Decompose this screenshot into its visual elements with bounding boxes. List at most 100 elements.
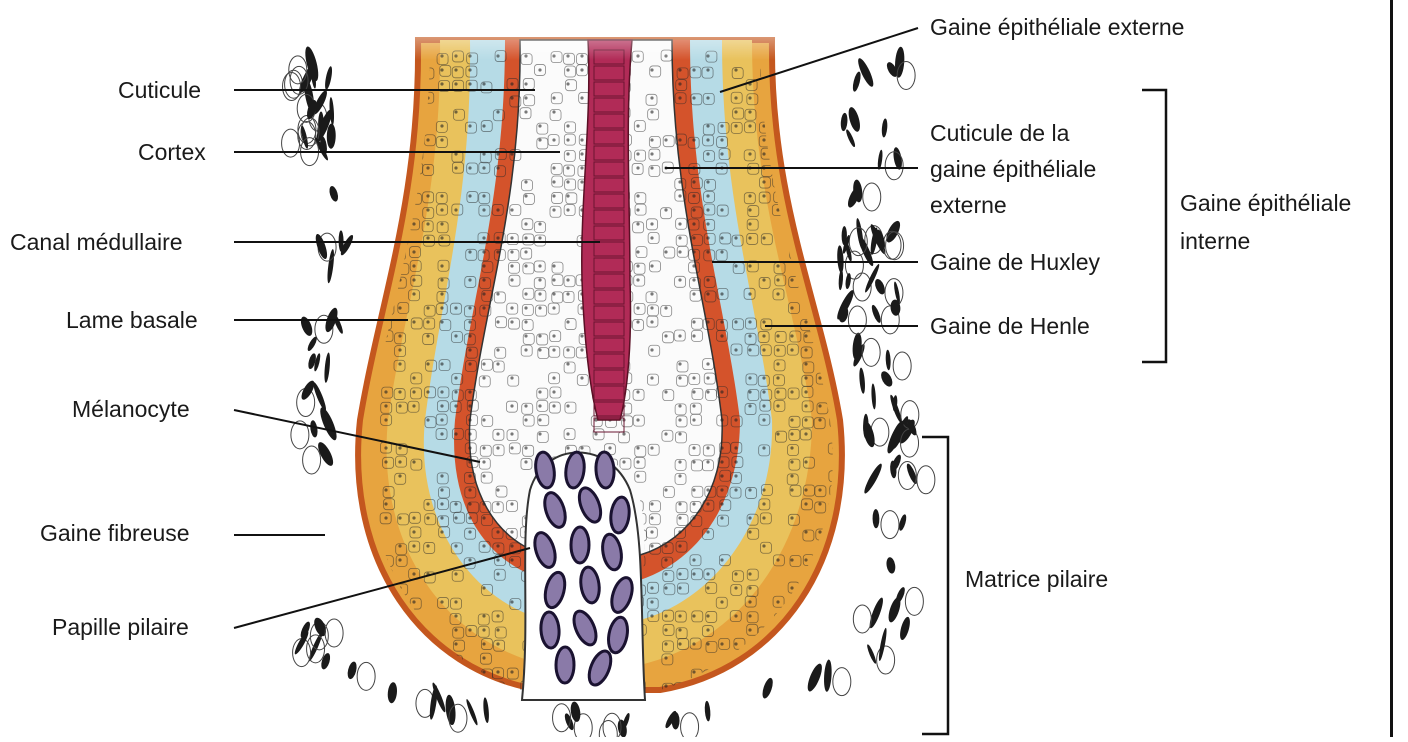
cell-nucleus: [790, 278, 793, 281]
cell-nucleus: [804, 138, 807, 141]
cell-nucleus: [664, 628, 667, 631]
cell-nucleus: [636, 264, 639, 267]
cell-nucleus: [748, 516, 751, 519]
cell-nucleus: [692, 292, 695, 295]
cell-nucleus: [692, 614, 695, 617]
cell-nucleus: [552, 334, 555, 337]
cell-nucleus: [804, 642, 807, 645]
cell-nucleus: [762, 152, 765, 155]
cell-nucleus: [524, 264, 527, 267]
cell-nucleus: [552, 376, 555, 379]
fibrous-cell: [893, 352, 911, 380]
cell-nucleus: [734, 586, 737, 589]
fibrous-nucleus: [845, 273, 852, 290]
cell-nucleus: [664, 432, 667, 435]
cell-nucleus: [524, 306, 527, 309]
cell-nucleus: [538, 138, 541, 141]
cell-nucleus: [468, 530, 471, 533]
fibrous-nucleus: [387, 682, 398, 704]
cell-nucleus: [776, 334, 779, 337]
cell-nucleus: [496, 432, 499, 435]
cell-nucleus: [832, 642, 835, 645]
label-gaine-interne-1: Gaine épithéliale: [1180, 188, 1351, 218]
cell-nucleus: [524, 320, 527, 323]
cell-nucleus: [482, 124, 485, 127]
cell-nucleus: [552, 390, 555, 393]
cell-nucleus: [636, 194, 639, 197]
cell-nucleus: [720, 502, 723, 505]
cell-nucleus: [818, 68, 821, 71]
cell-nucleus: [790, 334, 793, 337]
cell-nucleus: [552, 138, 555, 141]
cell-nucleus: [622, 460, 625, 463]
cell-nucleus: [804, 502, 807, 505]
cell-nucleus: [636, 306, 639, 309]
cell-nucleus: [440, 208, 443, 211]
cell-nucleus: [468, 390, 471, 393]
cell-nucleus: [720, 474, 723, 477]
cell-nucleus: [482, 82, 485, 85]
cell: [803, 655, 814, 666]
fibrous-nucleus: [871, 383, 877, 409]
cell-nucleus: [720, 292, 723, 295]
cell-nucleus: [650, 166, 653, 169]
cell-nucleus: [454, 166, 457, 169]
cell-nucleus: [454, 82, 457, 85]
cell-nucleus: [454, 614, 457, 617]
cell-nucleus: [678, 376, 681, 379]
cell-nucleus: [538, 264, 541, 267]
cell-nucleus: [426, 642, 429, 645]
cell-nucleus: [692, 180, 695, 183]
cell-nucleus: [454, 432, 457, 435]
cell-nucleus: [748, 96, 751, 99]
cell-nucleus: [384, 404, 387, 407]
cell-nucleus: [440, 656, 443, 659]
cell-nucleus: [524, 82, 527, 85]
cell-nucleus: [692, 222, 695, 225]
cell-nucleus: [468, 306, 471, 309]
cell-nucleus: [398, 306, 401, 309]
cell-nucleus: [776, 558, 779, 561]
cell-nucleus: [650, 502, 653, 505]
cell-nucleus: [496, 110, 499, 113]
cell-nucleus: [566, 446, 569, 449]
cell-nucleus: [678, 138, 681, 141]
cell: [454, 666, 465, 677]
cell-nucleus: [440, 418, 443, 421]
cell: [396, 668, 407, 679]
cell-nucleus: [776, 278, 779, 281]
cell-nucleus: [482, 194, 485, 197]
cell: [817, 218, 828, 229]
cell-nucleus: [510, 502, 513, 505]
cell-nucleus: [818, 530, 821, 533]
fibrous-cell: [863, 183, 881, 211]
cell-nucleus: [818, 236, 821, 239]
label-lame-basale: Lame basale: [66, 305, 198, 335]
cell-nucleus: [706, 362, 709, 365]
cell-nucleus: [482, 306, 485, 309]
cell: [800, 122, 811, 133]
label-cuticule: Cuticule: [118, 75, 201, 105]
cell-nucleus: [482, 586, 485, 589]
cell-nucleus: [664, 488, 667, 491]
cell-nucleus: [790, 558, 793, 561]
cell-nucleus: [384, 516, 387, 519]
cell-nucleus: [496, 236, 499, 239]
cell: [466, 683, 477, 694]
fibrous-nucleus: [704, 701, 711, 722]
fibrous-cell: [853, 605, 871, 633]
cell-nucleus: [538, 292, 541, 295]
cell-nucleus: [412, 264, 415, 267]
frame-edge: [1390, 0, 1393, 737]
cell-nucleus: [748, 572, 751, 575]
cell-nucleus: [720, 152, 723, 155]
fibrous-nucleus: [870, 304, 882, 324]
cell-nucleus: [664, 208, 667, 211]
cell-nucleus: [580, 68, 583, 71]
fibrous-cell: [881, 511, 899, 539]
cell-nucleus: [818, 250, 821, 253]
cell-nucleus: [776, 390, 779, 393]
cell-nucleus: [412, 544, 415, 547]
cell-nucleus: [678, 614, 681, 617]
